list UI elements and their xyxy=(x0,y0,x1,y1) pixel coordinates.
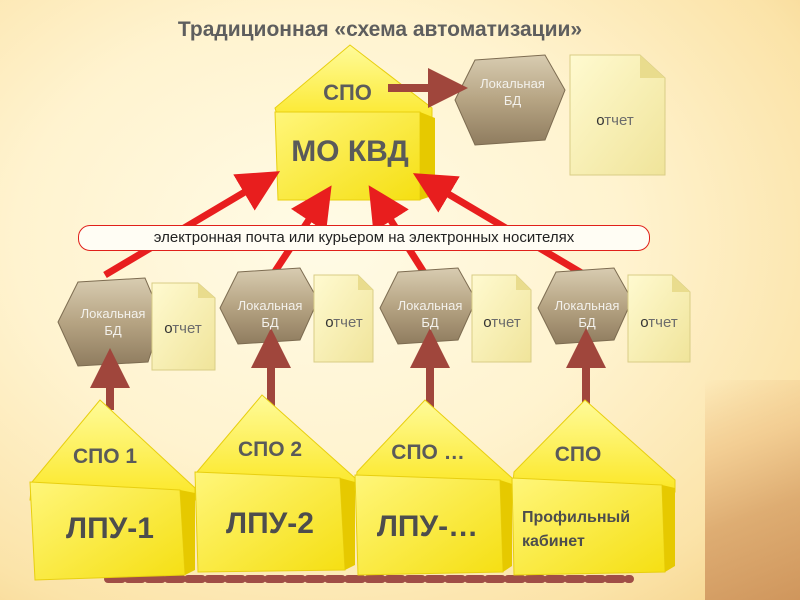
unit-label-2: ЛПУ-2 xyxy=(226,507,314,540)
report-3 xyxy=(471,274,532,363)
top-spo-label: СПО xyxy=(323,80,372,105)
top-report xyxy=(569,54,666,176)
channel-label: электронная почта или курьером на электр… xyxy=(78,225,650,251)
report-2 xyxy=(313,274,374,363)
report-1 xyxy=(151,282,216,371)
report-label-2: отчет xyxy=(325,314,363,331)
top-report-label: отчет xyxy=(596,112,634,129)
cheese-block-4 xyxy=(511,399,676,576)
top-cheese-block xyxy=(274,44,435,201)
local-db-1 xyxy=(57,277,163,367)
spo-label-2: СПО 2 xyxy=(237,438,303,461)
spo-label-4: СПО xyxy=(554,443,602,466)
unit-label-3: ЛПУ-… xyxy=(376,510,479,543)
cheese-block-3 xyxy=(354,399,513,576)
cheese-block-1 xyxy=(29,399,196,581)
background-photo xyxy=(705,380,800,600)
report-label-4: отчет xyxy=(640,314,678,331)
unit-label-1: ЛПУ-1 xyxy=(66,512,154,545)
report-label-3: отчет xyxy=(483,314,521,331)
spo-label-3: СПО … xyxy=(391,441,465,464)
report-4 xyxy=(627,274,691,363)
local-db-4 xyxy=(537,267,633,345)
report-label-1: отчет xyxy=(164,320,202,337)
spo-label-1: СПО 1 xyxy=(72,445,138,468)
local-db-3 xyxy=(379,267,477,345)
local-db-2 xyxy=(219,267,319,345)
slide-title: Традиционная «схема автоматизации» xyxy=(177,18,583,41)
cheese-block-2 xyxy=(194,394,356,573)
top-unit-label: МО КВД xyxy=(291,135,409,168)
